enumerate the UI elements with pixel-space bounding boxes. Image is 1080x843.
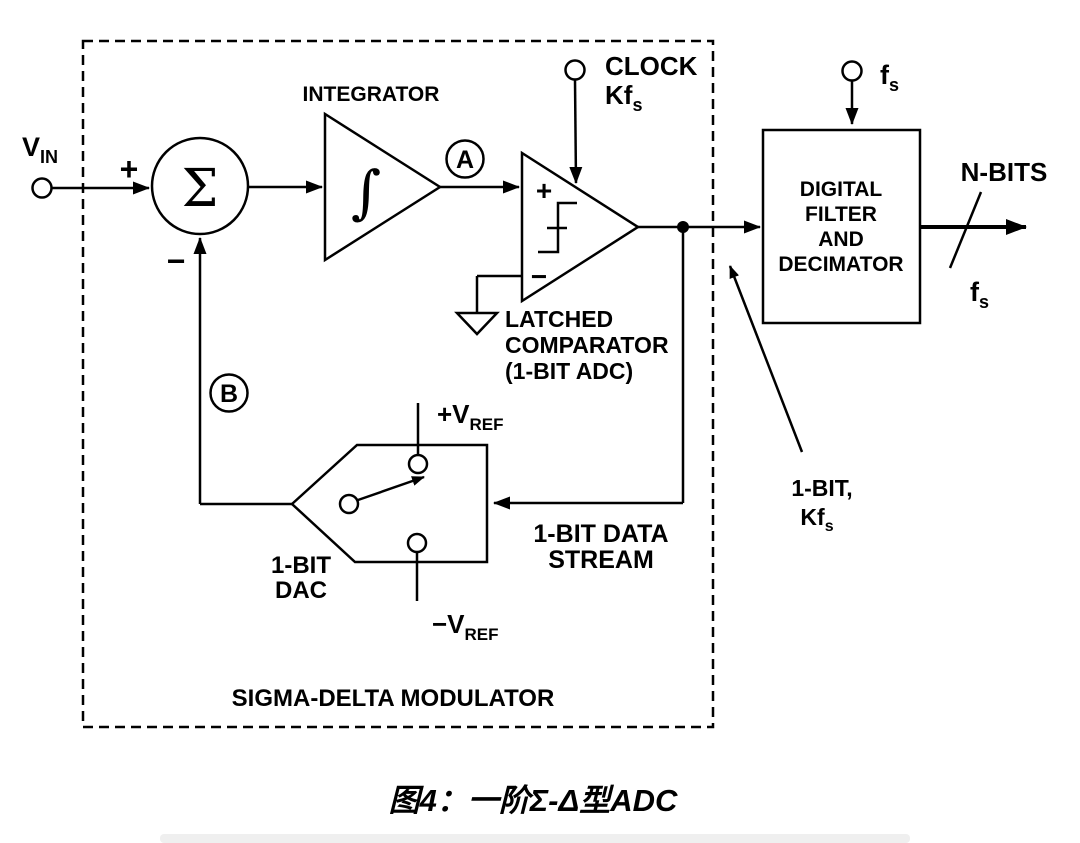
filter-label-line1: DIGITAL xyxy=(800,178,883,201)
comparator-caption-line3: (1-BIT ADC) xyxy=(505,358,633,384)
pos-ref-label: +VREF xyxy=(437,399,504,434)
dac-body xyxy=(290,443,489,564)
neg-ref-label: −VREF xyxy=(432,609,499,644)
ground-symbol xyxy=(454,311,500,336)
filter-label-line2: FILTER xyxy=(805,203,877,226)
bottom-divider-bar xyxy=(160,834,910,843)
switch-lower-contact xyxy=(406,532,428,554)
summing-minus-sign: − xyxy=(167,243,186,279)
bus-slash xyxy=(948,191,983,269)
comparator-minus: − xyxy=(531,261,547,292)
modulator-label: SIGMA-DELTA MODULATOR xyxy=(232,685,555,712)
data-stream-label-line1: 1-BIT DATA xyxy=(533,520,668,548)
sigma-symbol: Σ xyxy=(182,159,219,219)
filter-label-line4: DECIMATOR xyxy=(778,253,903,276)
switch-upper-contact xyxy=(407,453,429,475)
comparator-plus: + xyxy=(536,175,552,206)
switch-arm xyxy=(357,475,425,502)
digital-filter-box xyxy=(761,128,922,325)
annotation-arrow xyxy=(728,265,804,453)
integrator-title: INTEGRATOR xyxy=(303,83,440,106)
comparator-caption-line1: LATCHED xyxy=(505,306,613,332)
comparator-caption-line2: COMPARATOR xyxy=(505,332,669,358)
figure-caption: 图4：一阶Σ-Δ型ADC xyxy=(389,783,678,818)
annotation-label-line2: Kfs xyxy=(800,504,833,535)
nbits-label: N-BITS xyxy=(961,157,1048,187)
fs-out-label: fs xyxy=(970,277,989,312)
node-a-label: A xyxy=(456,146,474,174)
fs-terminal xyxy=(841,60,863,82)
vin-terminal xyxy=(31,177,53,199)
integral-symbol: ∫ xyxy=(351,158,381,226)
dac-label-line2: DAC xyxy=(275,577,327,604)
node-b-circle xyxy=(209,373,249,413)
clock-label-line2: Kfs xyxy=(605,80,642,115)
clock-line xyxy=(569,79,583,184)
vin-label: VIN xyxy=(22,132,58,167)
node-a-circle xyxy=(445,139,485,179)
annotation-label-line1: 1-BIT, xyxy=(791,475,852,501)
node-b-label: B xyxy=(220,380,238,408)
data-stream-label-line2: STREAM xyxy=(548,546,654,574)
clock-terminal xyxy=(564,59,586,81)
comparator-triangle xyxy=(520,150,641,304)
modulator-dashed-box xyxy=(81,39,715,729)
dac-label-line1: 1-BIT xyxy=(271,552,331,579)
clock-label-line1: CLOCK xyxy=(605,51,698,81)
filter-label-line3: AND xyxy=(818,228,864,251)
summing-plus-sign: + xyxy=(120,151,139,187)
fs-top-label: fs xyxy=(880,60,899,95)
integrator-triangle xyxy=(323,111,443,263)
switch-common-contact xyxy=(338,493,360,515)
